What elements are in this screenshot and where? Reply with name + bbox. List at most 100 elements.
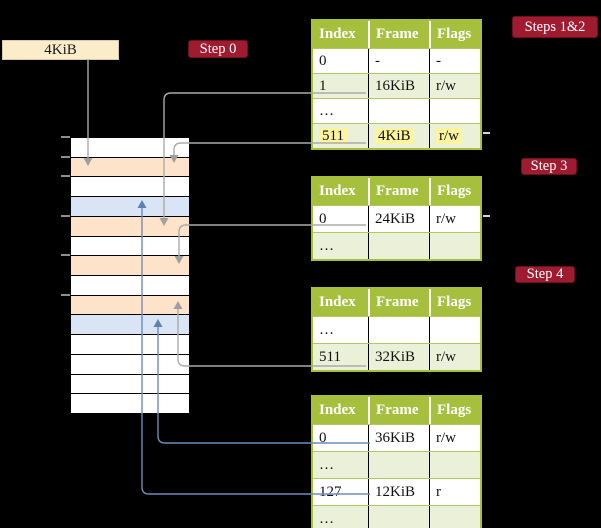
- memory-frame-row: [71, 138, 189, 157]
- header-cell-frame: Frame: [368, 178, 429, 205]
- highlight: 511: [319, 128, 347, 144]
- memory-frame-row: [71, 215, 189, 236]
- memory-frame-row: [71, 334, 189, 354]
- memory-frame-row: [71, 353, 189, 374]
- cell-index: 0: [319, 211, 327, 227]
- cell-frame: 12KiB: [368, 479, 429, 505]
- page-size-label: 4KiB: [44, 41, 77, 58]
- row-pointer-dash: [483, 215, 490, 217]
- table-row: …: [313, 505, 480, 528]
- memory-tick: [61, 175, 70, 177]
- cell-flags: r: [429, 479, 480, 505]
- page-table-step4: Index Frame Flags … 511 32KiB r/w: [311, 287, 482, 372]
- memory-tick: [61, 136, 70, 138]
- cell-flags: [429, 506, 480, 528]
- memory-frame-row: [71, 275, 189, 295]
- table-row: …: [313, 98, 480, 123]
- page-size-box: 4KiB: [2, 40, 119, 60]
- steps-1-2-label: Steps 1&2: [512, 16, 598, 38]
- memory-tick: [61, 254, 70, 256]
- memory-frame-row: [71, 255, 189, 276]
- cell-index: 511: [319, 349, 341, 365]
- header-cell-flags: Flags: [429, 289, 480, 316]
- cell-flags: -: [429, 49, 480, 73]
- cell-flags: [429, 99, 480, 123]
- page-table-step3: Index Frame Flags 0 24KiB r/w …: [311, 176, 482, 261]
- cell-index: …: [319, 322, 334, 338]
- memory-frame-row: [71, 373, 189, 394]
- header-cell-frame: Frame: [368, 289, 429, 316]
- memory-frame-row: [71, 294, 189, 315]
- memory-frame-row: [71, 196, 189, 216]
- highlight: r/w: [436, 128, 462, 144]
- table-row: 0 - -: [313, 48, 480, 73]
- step-0-label: Step 0: [188, 40, 248, 58]
- step-3-label: Step 3: [521, 158, 577, 175]
- cell-index: 511: [313, 124, 368, 148]
- memory-frame-row: [71, 156, 189, 177]
- cell-flags: r/w: [429, 425, 480, 451]
- cell-frame: [368, 99, 429, 123]
- cell-frame: 4KiB: [368, 124, 429, 148]
- cell-frame: [368, 317, 429, 343]
- memory-tick: [61, 294, 70, 296]
- highlight: 4KiB: [375, 128, 414, 144]
- table-row: …: [313, 232, 480, 259]
- table-header-row: Index Frame Flags: [313, 21, 480, 48]
- table-row: 127 12KiB r: [313, 478, 480, 505]
- row-pointer-dash: [483, 132, 490, 134]
- cell-flags: r/w: [429, 344, 480, 370]
- cell-flags: [429, 452, 480, 478]
- cell-frame: [368, 506, 429, 528]
- cell-index: 0: [319, 430, 327, 446]
- memory-frame-row: [71, 176, 189, 197]
- header-cell-flags: Flags: [429, 178, 480, 205]
- table-row: …: [313, 316, 480, 343]
- memory-tick: [61, 215, 70, 217]
- table-row: 511 32KiB r/w: [313, 343, 480, 370]
- cell-frame: 32KiB: [368, 344, 429, 370]
- cell-frame: [368, 233, 429, 259]
- cell-frame: 36KiB: [368, 425, 429, 451]
- cell-frame: [368, 452, 429, 478]
- step-4-label: Step 4: [515, 266, 575, 283]
- table-row: 0 36KiB r/w: [313, 424, 480, 451]
- cell-flags: r/w: [429, 74, 480, 98]
- header-cell-flags: Flags: [429, 21, 480, 48]
- table-row: 0 24KiB r/w: [313, 205, 480, 232]
- cell-flags: [429, 317, 480, 343]
- cell-frame: 16KiB: [368, 74, 429, 98]
- page-table-steps12: Index Frame Flags 0 - - 1 16KiB r/w … 51…: [311, 19, 482, 150]
- cell-flags: [429, 233, 480, 259]
- cell-index: …: [319, 238, 334, 254]
- table-header-row: Index Frame Flags: [313, 397, 480, 424]
- header-cell-index: Index: [319, 294, 356, 310]
- cell-index: …: [319, 457, 334, 473]
- cell-frame: -: [368, 49, 429, 73]
- header-cell-frame: Frame: [368, 21, 429, 48]
- cell-flags: r/w: [429, 124, 480, 148]
- header-cell-index: Index: [319, 183, 356, 199]
- memory-frame-row: [71, 235, 189, 256]
- table-row-highlighted: 511 4KiB r/w: [313, 123, 480, 148]
- page-table-final: Index Frame Flags 0 36KiB r/w … 127 12Ki…: [311, 395, 482, 528]
- memory-frame-row: [71, 393, 189, 414]
- memory-tick: [61, 156, 70, 158]
- header-cell-flags: Flags: [429, 397, 480, 424]
- cell-index: 127: [319, 484, 342, 500]
- physical-memory-column: [70, 137, 190, 414]
- table-header-row: Index Frame Flags: [313, 289, 480, 316]
- cell-index: …: [319, 103, 334, 119]
- cell-index: 1: [319, 78, 327, 94]
- header-cell-index: Index: [319, 402, 356, 418]
- table-header-row: Index Frame Flags: [313, 178, 480, 205]
- header-cell-index: Index: [319, 26, 356, 42]
- header-cell-frame: Frame: [368, 397, 429, 424]
- cell-frame: 24KiB: [368, 206, 429, 232]
- memory-frame-row: [71, 314, 189, 335]
- table-row: …: [313, 451, 480, 478]
- table-row: 1 16KiB r/w: [313, 73, 480, 98]
- cell-flags: r/w: [429, 206, 480, 232]
- cell-index: …: [319, 511, 334, 527]
